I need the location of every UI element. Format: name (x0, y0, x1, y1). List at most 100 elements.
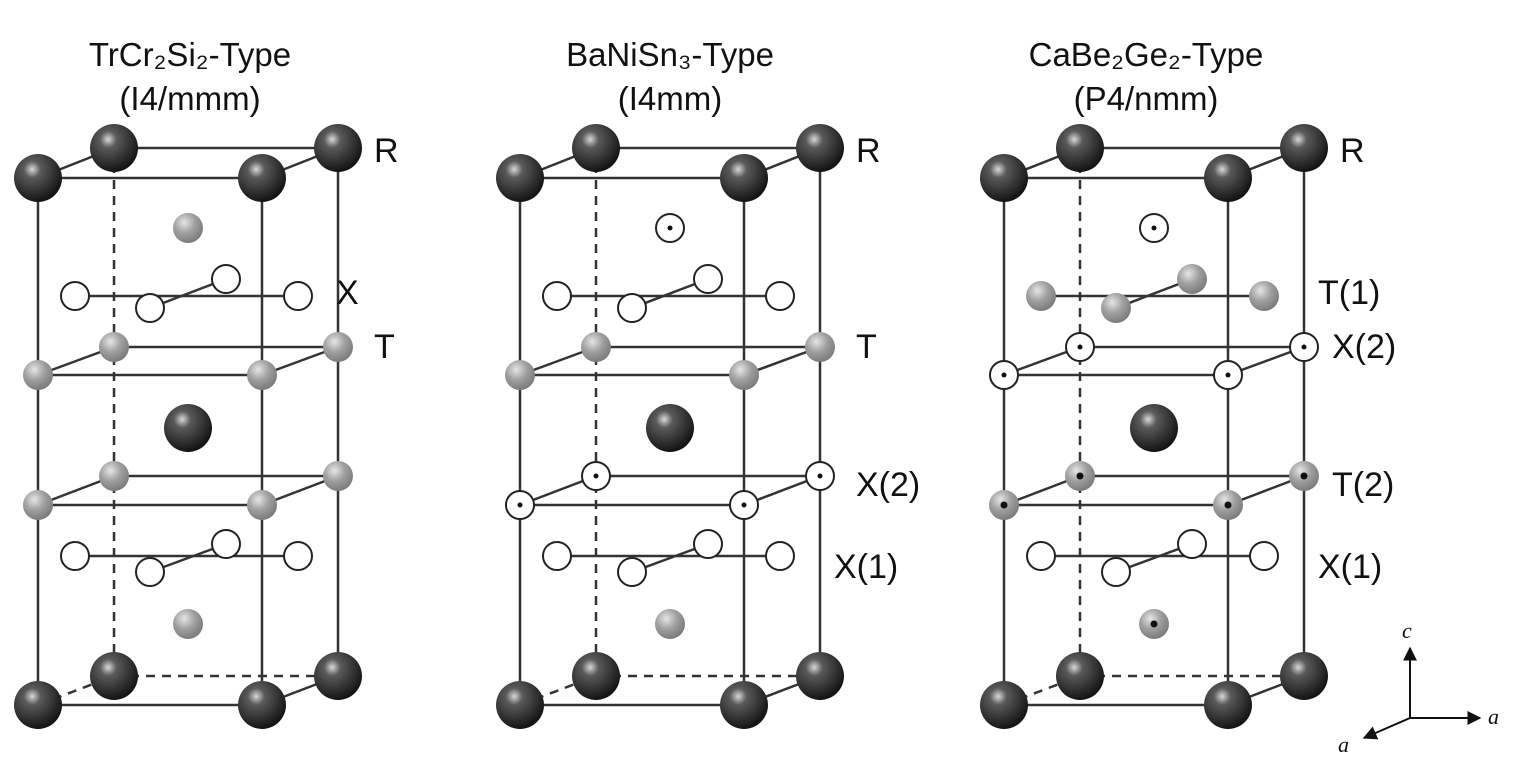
atom-t (23, 360, 53, 390)
atom-r (496, 154, 544, 202)
atom-center-dot (1150, 620, 1158, 628)
atom-center-dot (1000, 501, 1008, 509)
atom-x (211, 264, 241, 294)
atom-center-dot (1151, 225, 1157, 231)
a-axis-label-left: a (1338, 732, 1349, 757)
site-label-x2: X(2) (856, 466, 920, 504)
atom-t (729, 360, 759, 390)
atom-t (323, 332, 353, 362)
atom-r (314, 652, 362, 700)
atoms (980, 124, 1328, 729)
a-axis-arrow-left (1362, 717, 1411, 740)
panel-trcr2si2: TrCr₂Si₂-Type (I4/mmm) (14, 36, 399, 729)
atom-x (283, 281, 313, 311)
atom-r (796, 652, 844, 700)
atom-r (1130, 404, 1178, 452)
atom-r (980, 154, 1028, 202)
atom-x (617, 293, 647, 323)
atom-t (99, 332, 129, 362)
atom-t1 (1249, 281, 1279, 311)
a-axis-label-right: a (1488, 704, 1499, 729)
space-group: (I4mm) (618, 80, 722, 117)
c-axis-label: c (1402, 618, 1412, 643)
atom-r (1280, 652, 1328, 700)
atom-t (505, 360, 535, 390)
atom-center-dot (1076, 472, 1084, 480)
atoms (14, 124, 362, 729)
atom-r (1056, 652, 1104, 700)
atom-center-dot (1301, 344, 1307, 350)
site-label-t: T (856, 328, 877, 366)
atom-r (1280, 124, 1328, 172)
atom-x (693, 264, 723, 294)
space-group: (P4/nmm) (1074, 80, 1219, 117)
atom-t (323, 461, 353, 491)
atom-r (238, 681, 286, 729)
site-label-r: R (1340, 132, 1365, 170)
atom-center-dot (1001, 372, 1007, 378)
atom-x (1101, 557, 1131, 587)
panel-title: TrCr₂Si₂-Type (89, 36, 291, 73)
atom-x (135, 557, 165, 587)
atom-r (1056, 124, 1104, 172)
atom-x (693, 529, 723, 559)
atom-x (60, 281, 90, 311)
atom-x (765, 281, 795, 311)
atom-x (283, 541, 313, 571)
atom-x (135, 293, 165, 323)
atom-x (1177, 529, 1207, 559)
atom-r (14, 154, 62, 202)
atom-t1 (1177, 264, 1207, 294)
atom-r (1204, 681, 1252, 729)
atoms (496, 124, 844, 729)
site-label-x1: X(1) (834, 548, 898, 586)
site-label-t1: T(1) (1318, 274, 1380, 312)
atom-t (173, 609, 203, 639)
atom-r (1204, 154, 1252, 202)
atom-r (14, 681, 62, 729)
atom-center-dot (1224, 501, 1232, 509)
atom-t (99, 461, 129, 491)
atom-t (23, 490, 53, 520)
atom-x (1026, 541, 1056, 571)
atom-t (581, 332, 611, 362)
atom-r (164, 404, 212, 452)
atom-x (617, 557, 647, 587)
panel-cabe2ge2: CaBe₂Ge₂-Type (P4/nmm) (980, 36, 1396, 729)
atom-r (238, 154, 286, 202)
atom-r (90, 652, 138, 700)
atom-center-dot (1077, 344, 1083, 350)
atom-center-dot (1225, 372, 1231, 378)
atom-r (572, 652, 620, 700)
atom-r (572, 124, 620, 172)
space-group: (I4/mmm) (119, 80, 260, 117)
atom-x (542, 541, 572, 571)
atom-center-dot (667, 225, 673, 231)
atom-r (646, 404, 694, 452)
atom-t (173, 213, 203, 243)
atom-x (765, 541, 795, 571)
site-label-r: R (856, 132, 881, 170)
site-label-x2: X(2) (1332, 328, 1396, 366)
atom-t1 (1026, 281, 1056, 311)
panel-title: CaBe₂Ge₂-Type (1029, 36, 1264, 73)
atom-r (496, 681, 544, 729)
atom-t (655, 609, 685, 639)
site-label-t: T (374, 328, 395, 366)
atom-r (796, 124, 844, 172)
site-label-r: R (374, 132, 399, 170)
atom-r (90, 124, 138, 172)
panel-title: BaNiSn₃-Type (566, 36, 774, 73)
atom-x (542, 281, 572, 311)
atom-center-dot (1300, 472, 1308, 480)
axes-indicator (1362, 646, 1482, 740)
atom-t (247, 360, 277, 390)
atom-t (805, 332, 835, 362)
atom-r (980, 681, 1028, 729)
atom-t1 (1101, 293, 1131, 323)
atom-center-dot (817, 473, 823, 479)
atom-t (247, 490, 277, 520)
atom-center-dot (741, 502, 747, 508)
atom-center-dot (593, 473, 599, 479)
